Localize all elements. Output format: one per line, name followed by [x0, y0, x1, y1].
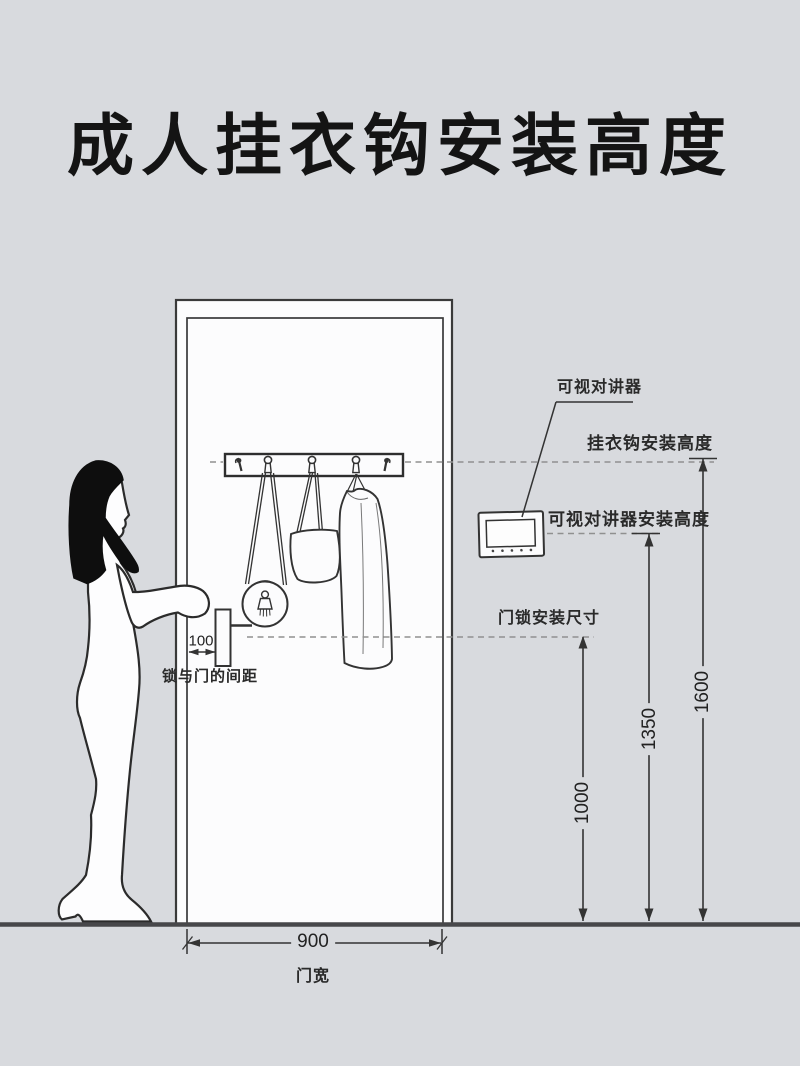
intercom-leader-line — [521, 401, 633, 518]
round-bag — [241, 472, 289, 628]
hook-knob-1 — [263, 455, 273, 474]
dim-value-900: 900 — [291, 931, 335, 953]
label-intercom: 可视对讲器 — [557, 379, 643, 396]
intercom-device — [477, 510, 546, 559]
page-title: 成人挂衣钩安装高度 — [67, 110, 733, 184]
door-drawing — [174, 298, 454, 927]
label-door-width: 门宽 — [295, 968, 331, 985]
dim-value-1000: 1000 — [572, 776, 594, 830]
dim-line-100 — [188, 648, 216, 656]
dim-value-1350: 1350 — [639, 702, 661, 756]
dim-value-1600: 1600 — [692, 665, 714, 719]
label-intercom-height: 可视对讲器安装高度 — [548, 510, 710, 529]
coat-hook-rail — [223, 452, 405, 478]
hook-knob-3 — [351, 455, 361, 474]
label-lock-door-gap: 锁与门的间距 — [162, 668, 259, 685]
label-lock-size: 门锁安装尺寸 — [498, 610, 601, 627]
label-hook-height: 挂衣钩安装高度 — [587, 434, 713, 453]
hook-side-right — [383, 457, 391, 472]
hanging-dress — [338, 473, 393, 670]
hook-side-left — [234, 457, 243, 472]
tote-bag — [289, 472, 341, 584]
door-lock — [214, 608, 252, 667]
intercom-buttons — [491, 548, 533, 553]
woman-arm — [115, 562, 210, 629]
woman-hair — [68, 460, 139, 585]
dim-value-100: 100 — [188, 632, 214, 650]
hook-knob-2 — [307, 455, 317, 474]
woman-figure — [57, 460, 210, 923]
